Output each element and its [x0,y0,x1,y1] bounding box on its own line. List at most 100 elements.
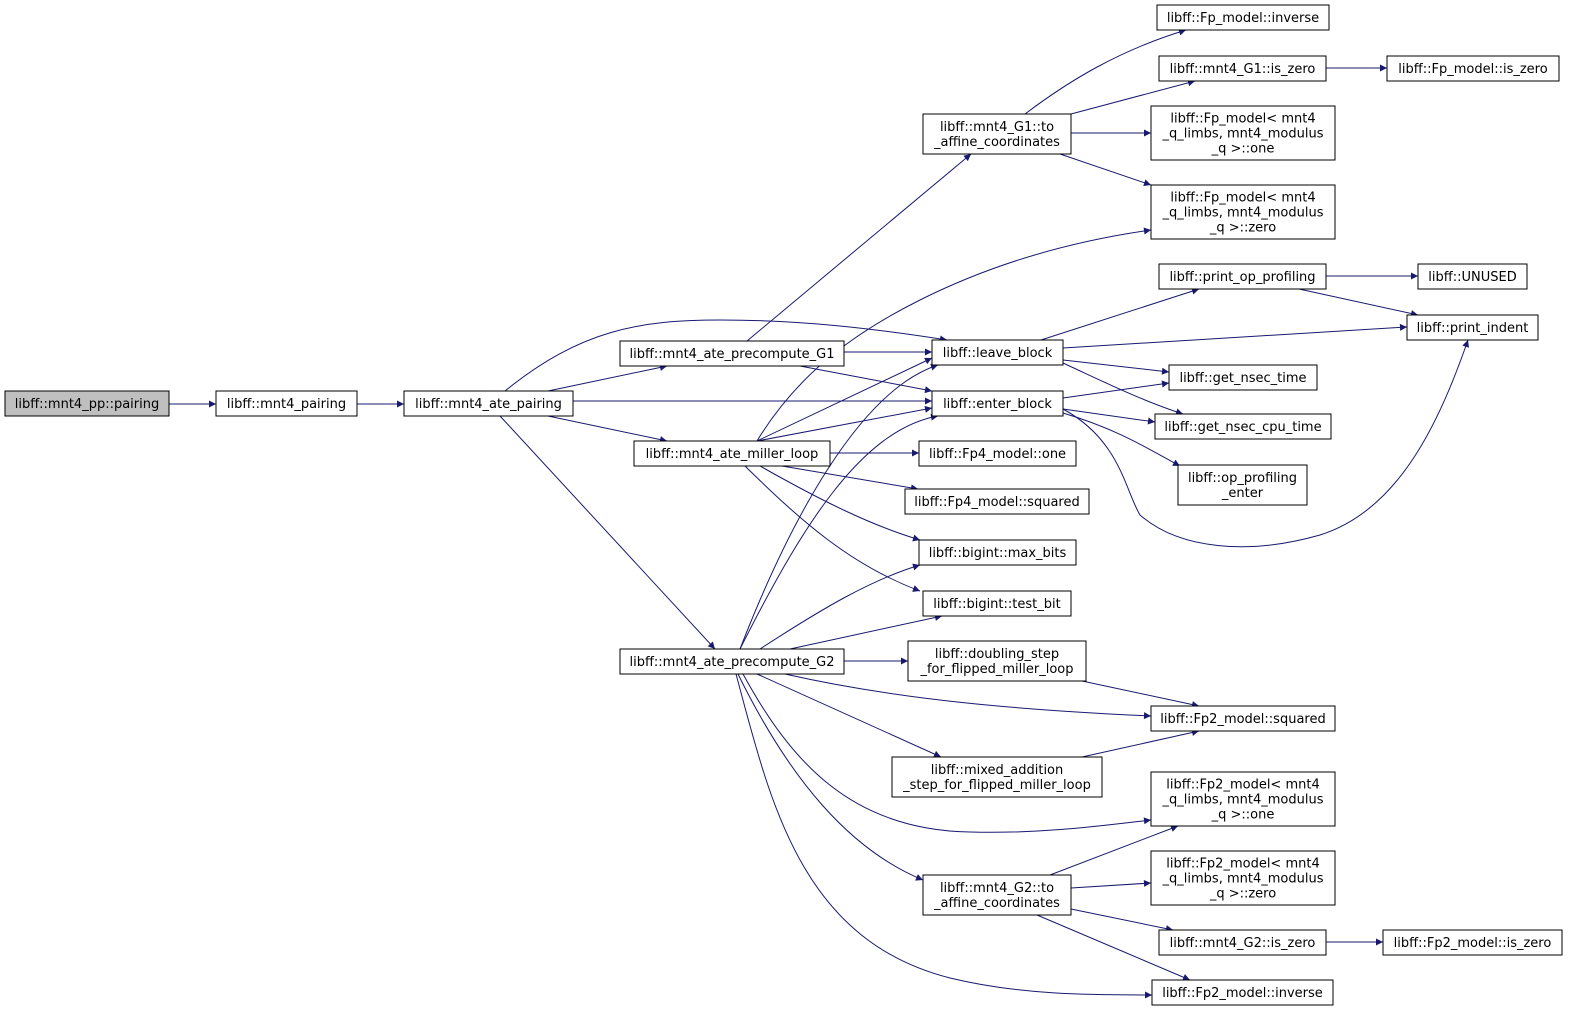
node-box [619,648,845,675]
node-g1-is-zero[interactable]: libff::mnt4_G1::is_zero [1158,55,1327,82]
node-label: libff::UNUSED [1428,270,1516,285]
node-label: libff::Fp2_model::squared [1160,712,1325,727]
node-box [1177,464,1308,506]
node-label: libff::print_indent [1417,321,1529,336]
node-label: libff::mixed_addition [931,763,1064,778]
node-fp2-squared[interactable]: libff::Fp2_model::squared [1150,705,1336,732]
node-box [1150,771,1336,827]
node-fp4-one[interactable]: libff::Fp4_model::one [918,440,1077,467]
node-box [918,440,1077,467]
edge-g1_to_affine-to-fp_zero [1059,153,1152,187]
edge-g1_to_affine-to-fp_inverse [1024,28,1187,115]
node-label: libff::bigint::max_bits [929,546,1067,561]
node-box [1154,413,1332,440]
node-label: libff::Fp_model::is_zero [1398,62,1547,77]
edge-doubling_step-to-fp2_squared [1081,680,1200,708]
node-precompute-g1[interactable]: libff::mnt4_ate_precompute_G1 [619,340,845,367]
edge-precompute_g2-to-fp2_squared [784,673,1152,720]
edge-ate_pairing-to-miller_loop [547,415,668,443]
edge-enter_block-to-get_nsec_cpu_time [1062,408,1156,425]
node-unused[interactable]: libff::UNUSED [1417,263,1528,290]
node-label: libff::doubling_step [935,647,1059,662]
edge-precompute_g2-to-g2_to_affine [737,673,924,881]
node-fp2-inverse[interactable]: libff::Fp2_model::inverse [1151,979,1334,1006]
node-miller-loop[interactable]: libff::mnt4_ate_miller_loop [633,440,831,467]
node-box [1151,979,1334,1006]
node-fp2-zero[interactable]: libff::Fp2_model< mnt4_q_limbs, mnt4_mod… [1150,850,1336,906]
edge-leave_block-to-get_nsec_cpu_time [1062,362,1184,416]
node-box [1382,929,1563,956]
edge-enter_block-to-op_profiling_enter [1062,412,1181,467]
node-box [1150,705,1336,732]
node-box [619,340,845,367]
edge-miller_loop-to-enter_block [756,405,933,442]
node-fp2-one[interactable]: libff::Fp2_model< mnt4_q_limbs, mnt4_mod… [1150,771,1336,827]
edge-g2_to_affine-to-fp2_one [1049,825,1179,876]
edge-leave_block-to-print_indent [1062,323,1408,349]
node-pairing[interactable]: libff::mnt4_pp::pairing [4,390,170,417]
edge-precompute_g1-to-enter_block [799,365,933,394]
node-g2-to-affine[interactable]: libff::mnt4_G2::to_affine_coordinates [922,874,1072,916]
node-enter-block[interactable]: libff::enter_block [931,390,1064,417]
edge-enter_block-to-get_nsec_time [1062,380,1170,399]
node-label: _step_for_flipped_miller_loop [902,778,1091,793]
node-get-nsec-cpu-time[interactable]: libff::get_nsec_cpu_time [1154,413,1332,440]
node-label: libff::mnt4_G1::is_zero [1170,62,1316,77]
node-box [1406,314,1539,341]
node-g1-to-affine[interactable]: libff::mnt4_G1::to_affine_coordinates [922,113,1072,155]
node-label: libff::Fp_model< mnt4 [1170,191,1315,206]
node-doubling-step[interactable]: libff::doubling_step_for_flipped_miller_… [907,640,1087,682]
node-label: _q_limbs, mnt4_modulus [1162,206,1324,221]
node-label: libff::Fp_model::inverse [1167,11,1319,26]
node-mixed-addition[interactable]: libff::mixed_addition_step_for_flipped_m… [891,756,1103,798]
node-label: libff::mnt4_ate_precompute_G1 [629,347,834,362]
edge-g2_to_affine-to-fp2_zero [1070,879,1152,889]
node-box [1156,4,1330,31]
node-label: libff::get_nsec_cpu_time [1164,420,1321,435]
node-fp-inverse[interactable]: libff::Fp_model::inverse [1156,4,1330,31]
node-test-bit[interactable]: libff::bigint::test_bit [922,590,1072,617]
node-box [1158,929,1327,956]
node-box [1386,55,1560,82]
node-label: libff::mnt4_ate_pairing [415,397,562,412]
edge-print_op_profiling-to-print_indent [1298,288,1419,317]
node-box [1417,263,1528,290]
edge-ate_pairing-to-precompute_g2 [499,415,716,650]
node-label: libff::mnt4_ate_precompute_G2 [629,655,834,670]
node-label: _q_limbs, mnt4_modulus [1162,127,1324,142]
node-label: libff::leave_block [943,346,1053,361]
edge-miller_loop-to-test_bit [744,465,921,592]
node-op-profiling-enter[interactable]: libff::op_profiling_enter [1177,464,1308,506]
node-mnt4-pairing[interactable]: libff::mnt4_pairing [215,390,358,417]
node-box [922,113,1072,155]
node-label: libff::Fp4_model::one [929,447,1066,462]
node-box [922,590,1072,617]
node-g2-is-zero[interactable]: libff::mnt4_G2::is_zero [1158,929,1327,956]
node-label: libff::Fp_model< mnt4 [1170,112,1315,127]
node-leave-block[interactable]: libff::leave_block [931,339,1064,366]
node-box [633,440,831,467]
edge-precompute_g2-to-fp2_inverse [735,673,1153,999]
node-label: libff::Fp2_model< mnt4 [1166,778,1319,793]
node-precompute-g2[interactable]: libff::mnt4_ate_precompute_G2 [619,648,845,675]
edge-precompute_g1-to-g1_to_affine [746,153,972,342]
edge-g2_to_affine-to-g2_is_zero [1070,908,1174,933]
node-print-op-profiling[interactable]: libff::print_op_profiling [1158,263,1327,290]
node-ate-pairing[interactable]: libff::mnt4_ate_pairing [403,390,574,417]
node-fp4-squared[interactable]: libff::Fp4_model::squared [904,488,1090,515]
node-print-indent[interactable]: libff::print_indent [1406,314,1539,341]
node-fp-zero[interactable]: libff::Fp_model< mnt4_q_limbs, mnt4_modu… [1150,184,1336,240]
node-label: _q >::zero [1209,887,1276,902]
node-label: _q_limbs, mnt4_modulus [1162,793,1324,808]
node-label: _q_limbs, mnt4_modulus [1162,872,1324,887]
node-label: _q >::one [1211,142,1275,157]
node-max-bits[interactable]: libff::bigint::max_bits [918,539,1077,566]
edge-leave_block-to-print_op_profiling [1040,287,1200,341]
node-fp2-is-zero[interactable]: libff::Fp2_model::is_zero [1382,929,1563,956]
edge-enter_block-to-print_indent [1062,339,1469,548]
node-get-nsec-time[interactable]: libff::get_nsec_time [1168,364,1318,391]
node-fp-is-zero[interactable]: libff::Fp_model::is_zero [1386,55,1560,82]
node-fp-one[interactable]: libff::Fp_model< mnt4_q_limbs, mnt4_modu… [1150,105,1336,161]
edge-miller_loop-to-leave_block [756,357,933,442]
node-label: _for_flipped_miller_loop [919,662,1073,677]
